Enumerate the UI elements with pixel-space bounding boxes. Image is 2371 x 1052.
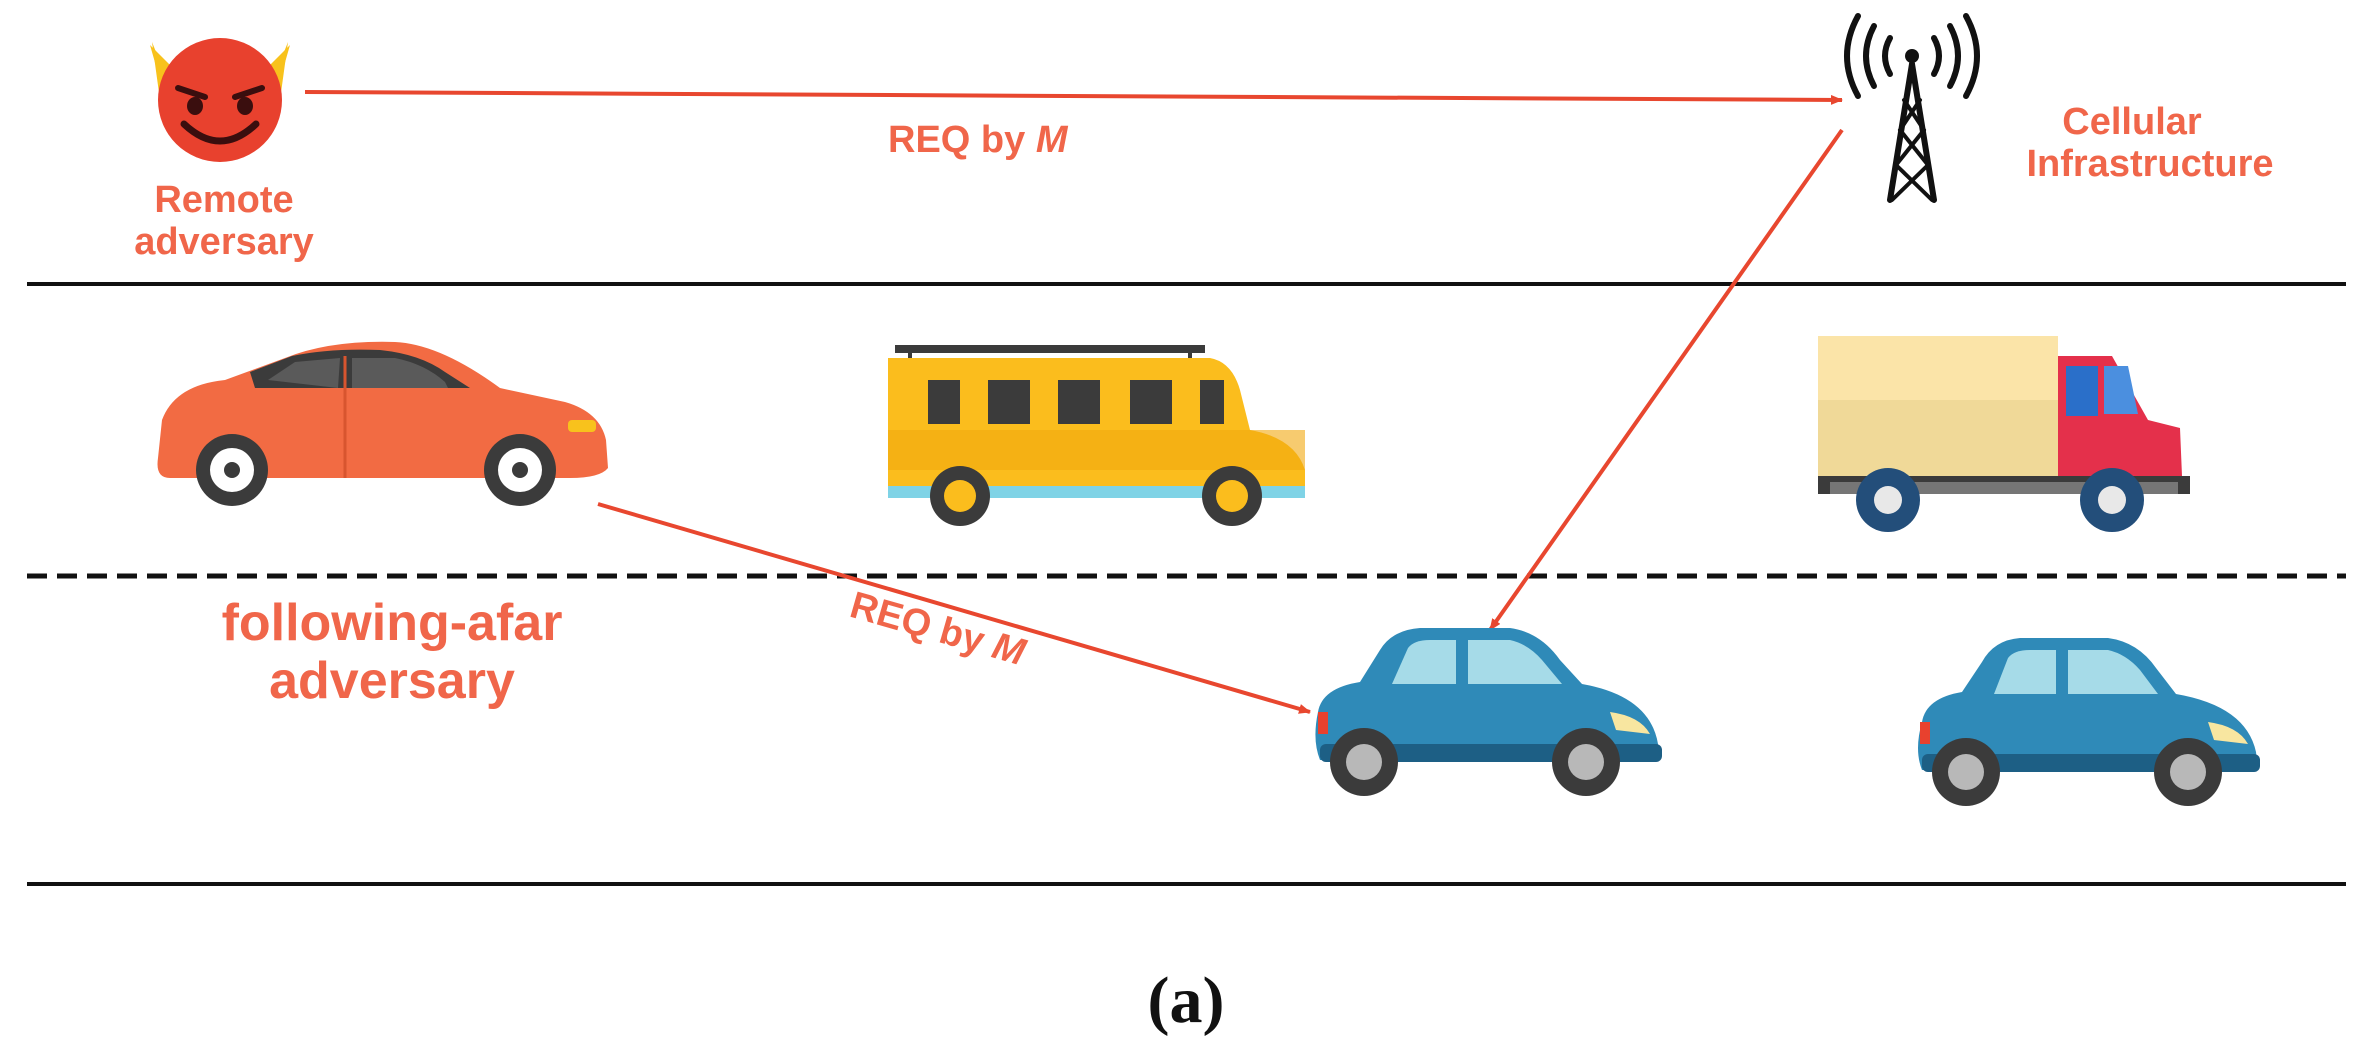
cellular-infrastructure-label-line2: Infrastructure (2026, 143, 2273, 185)
arrow-tower-to-car (1488, 128, 1844, 632)
following-afar-label-line1: following-afar (222, 594, 563, 652)
blue-car-right (1918, 638, 2260, 806)
arrow-car-to-car (597, 502, 1311, 714)
orange-adversary-car (157, 341, 608, 506)
remote-adversary-label-line2: adversary (134, 221, 314, 263)
arrow-remote-to-tower (304, 90, 1843, 105)
req-label-top: REQ by M (888, 119, 1069, 161)
figure-caption: (a) (1148, 964, 1225, 1037)
devil-emoji-icon (150, 38, 290, 162)
cellular-infrastructure-label-line1: Cellular (2062, 101, 2202, 143)
victim-blue-car (1315, 628, 1662, 796)
following-afar-label-line2: adversary (269, 652, 515, 710)
school-bus (888, 345, 1305, 526)
req-label-middle: REQ by M (846, 584, 1031, 674)
remote-adversary-label-line1: Remote (154, 179, 293, 221)
delivery-truck (1818, 336, 2190, 532)
cell-tower-icon (1844, 13, 1980, 203)
